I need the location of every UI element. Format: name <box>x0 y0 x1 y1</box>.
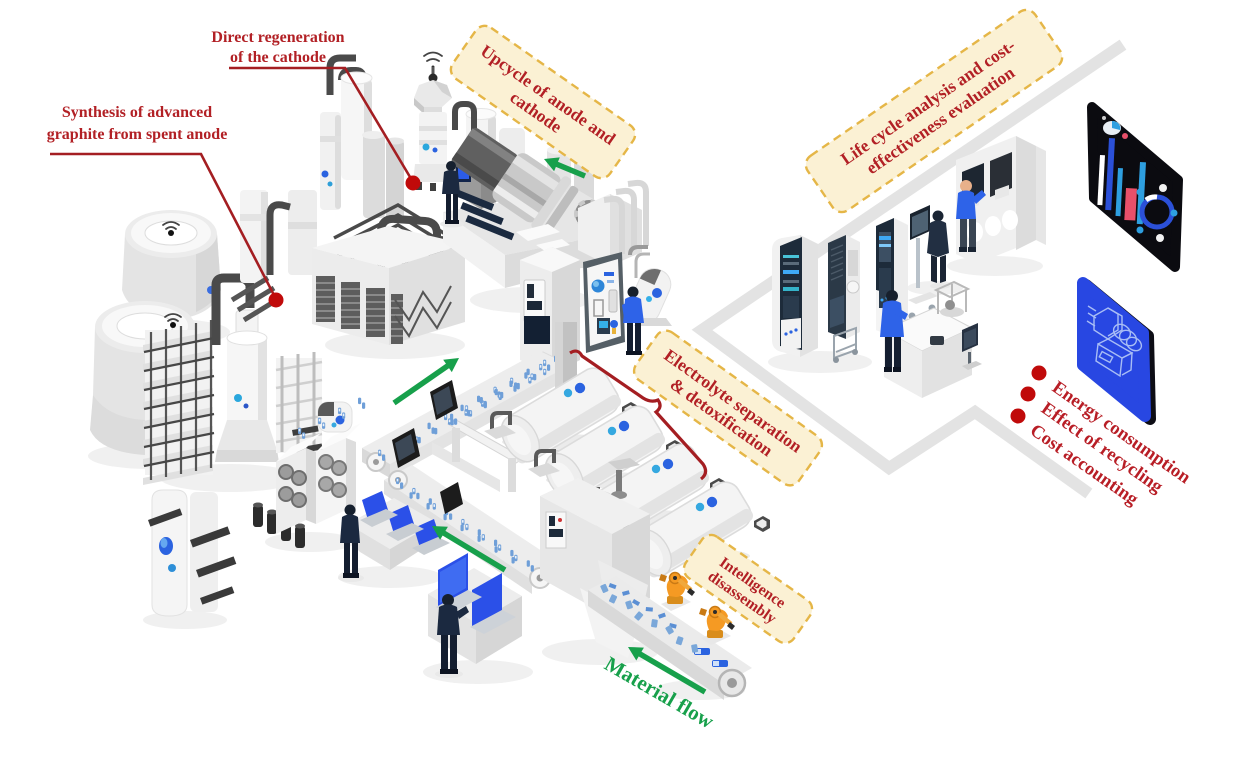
svg-text:of the cathode: of the cathode <box>230 49 326 66</box>
svg-text:Synthesis of advanced: Synthesis of advanced <box>62 104 212 121</box>
svg-text:graphite from spent anode: graphite from spent anode <box>47 126 228 143</box>
svg-text:Direct regeneration: Direct regeneration <box>211 29 344 46</box>
